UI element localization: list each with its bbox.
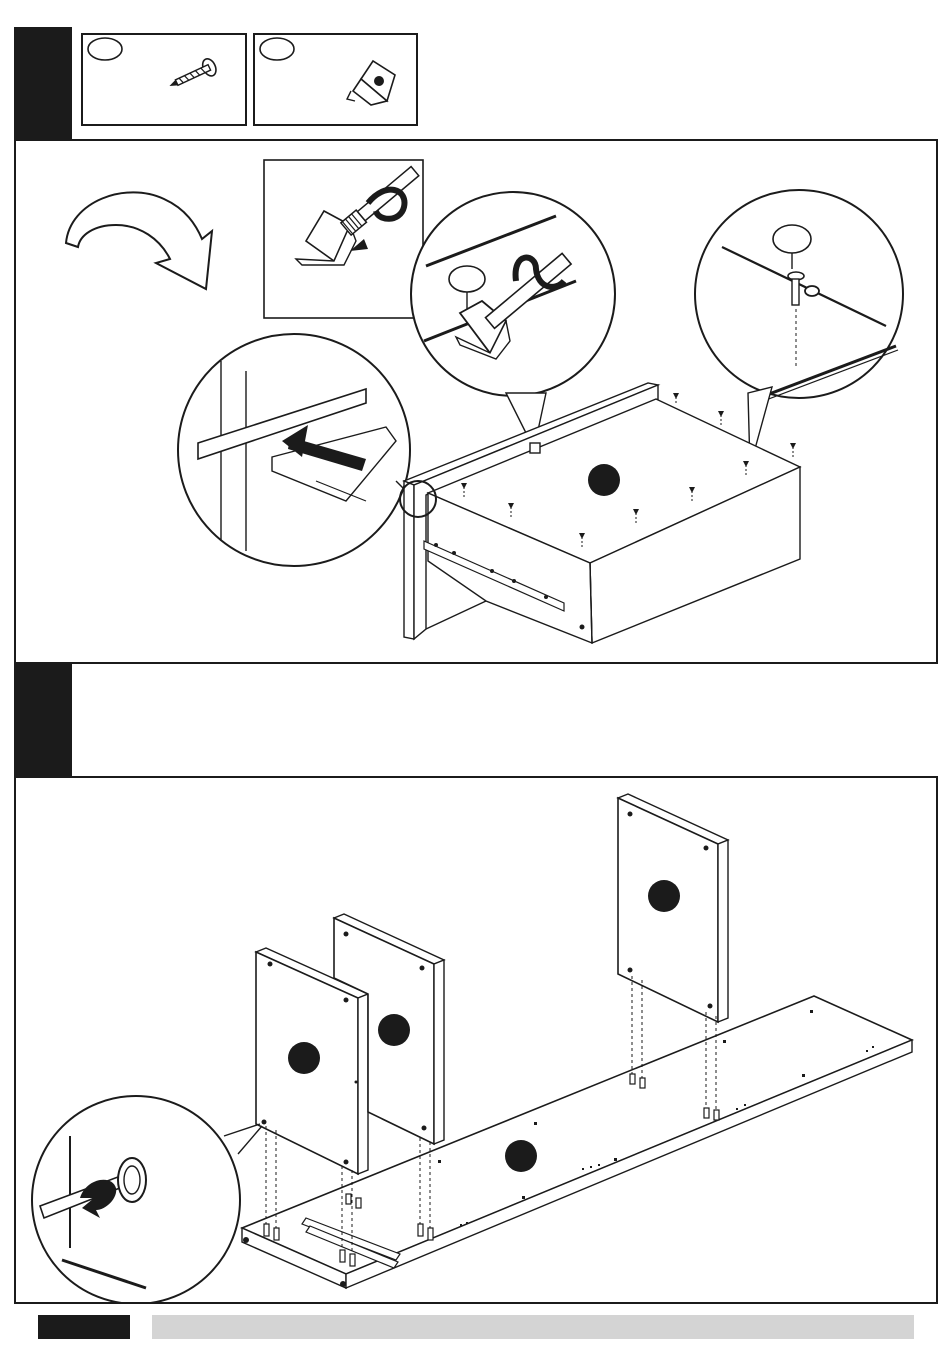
footer-page-marker xyxy=(38,1315,130,1339)
step-upper-frame xyxy=(14,139,938,664)
panel-assembly-illustration xyxy=(16,778,936,1302)
footer-bar xyxy=(152,1315,914,1339)
drawer-assembly-illustration xyxy=(16,141,936,662)
screw-icon xyxy=(83,35,245,124)
corner-bracket-icon xyxy=(255,35,416,124)
part-box-bracket xyxy=(253,33,418,126)
drawer-top xyxy=(428,399,800,643)
right-panel xyxy=(618,794,728,1022)
step-marker-lower xyxy=(14,664,72,782)
part-box-screw xyxy=(81,33,247,126)
step-marker-upper xyxy=(14,27,72,145)
rotate-arrow-icon xyxy=(66,192,212,289)
step-lower-frame xyxy=(14,776,938,1304)
